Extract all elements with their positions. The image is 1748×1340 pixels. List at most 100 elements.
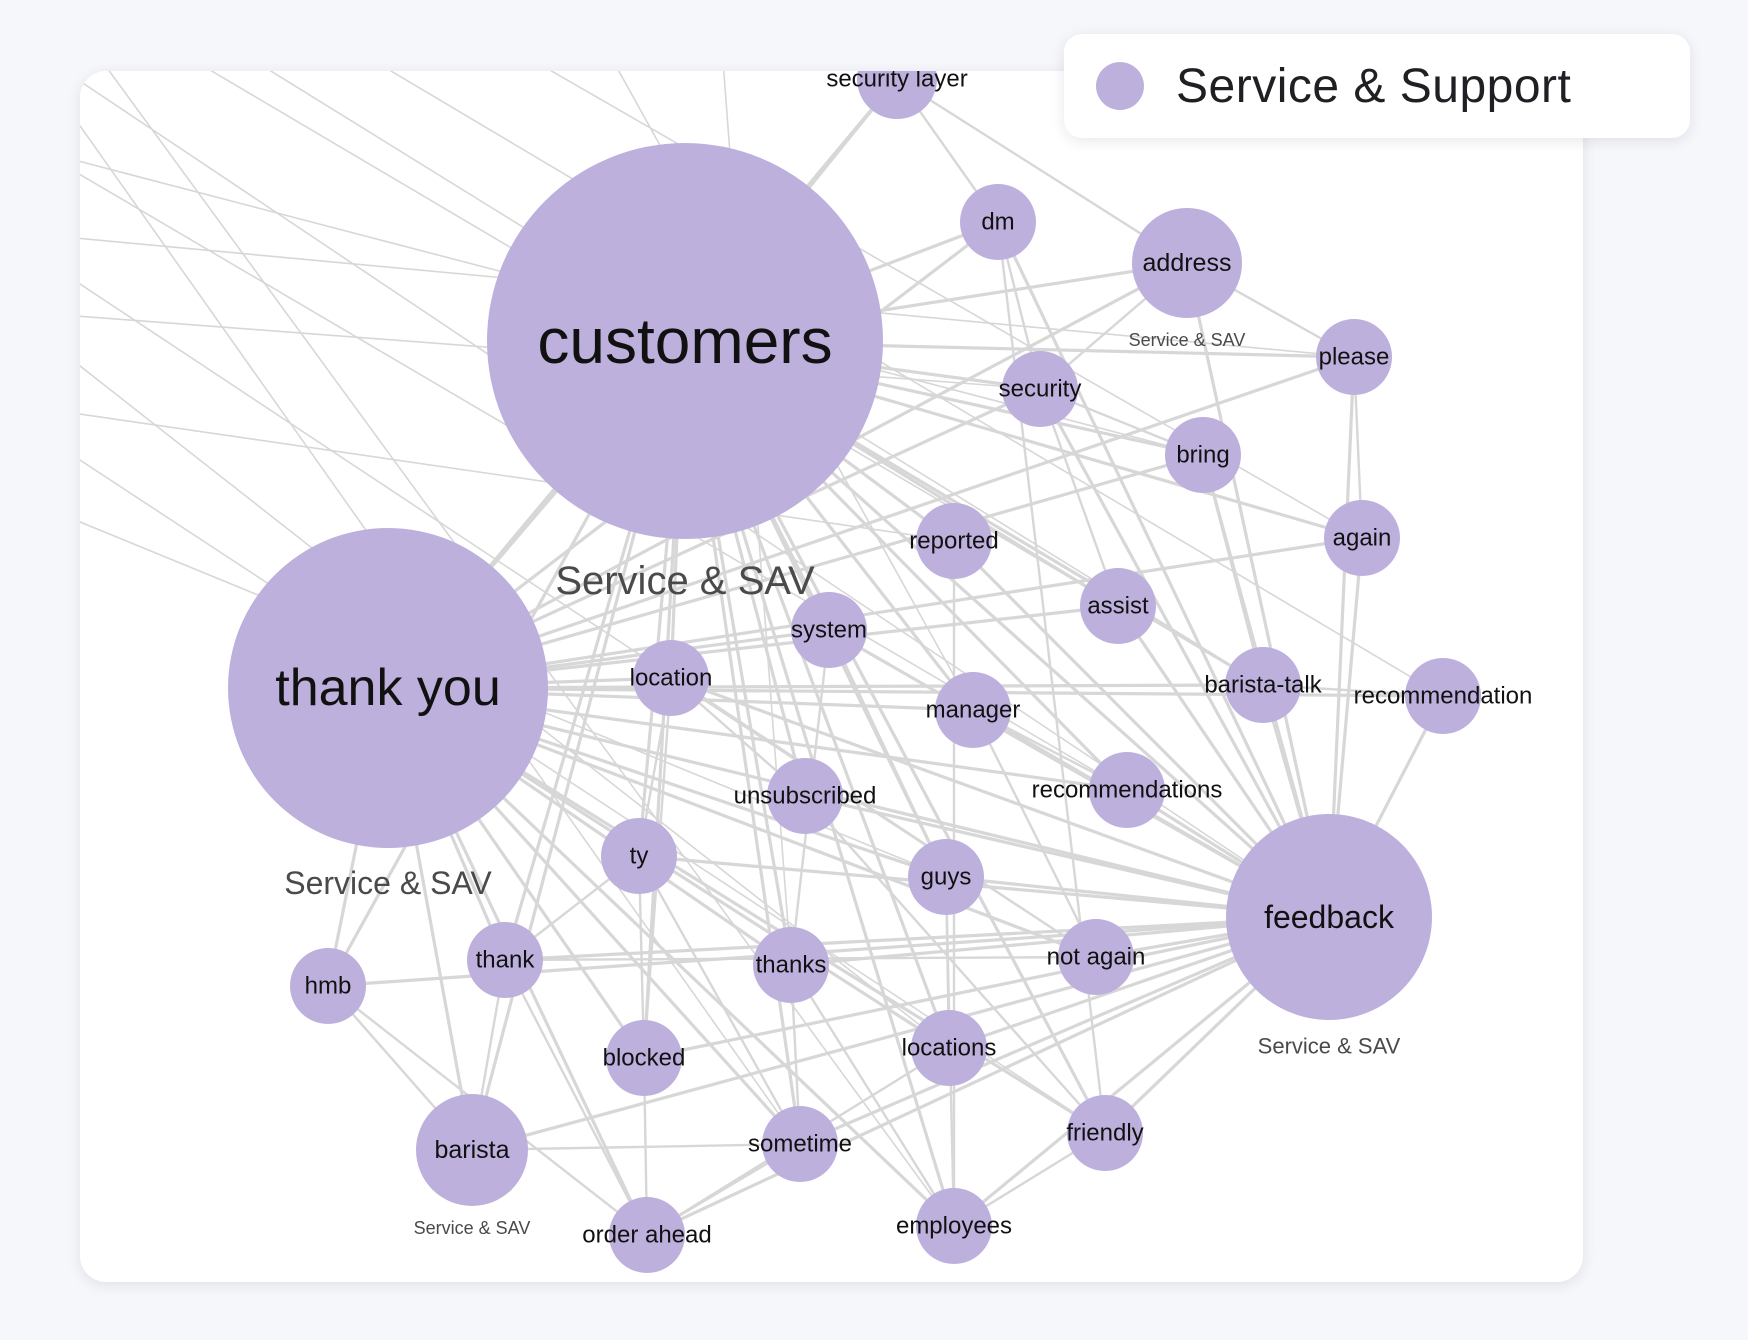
node-circle[interactable] [1132,208,1242,318]
node-circle[interactable] [1002,351,1078,427]
node-label: ty [630,843,649,870]
node-security[interactable]: security [999,351,1082,427]
node-location[interactable]: location [630,640,713,716]
node-circle[interactable] [1058,919,1134,995]
node-thanks[interactable]: thanks [753,927,829,1003]
node-blocked[interactable]: blocked [603,1020,686,1096]
node-circle[interactable] [935,672,1011,748]
node-category-label: Service & SAV [555,559,815,603]
node-label: employees [896,1213,1012,1240]
node-circle[interactable] [228,528,548,848]
node-thank[interactable]: thank [467,922,543,998]
node-category-label: Service & SAV [1129,330,1246,350]
node-circle[interactable] [1405,658,1481,734]
edge-ty-sometime [637,854,802,1146]
node-circle[interactable] [1067,1095,1143,1171]
node-label: recommendations [1032,777,1223,804]
node-again[interactable]: again [1324,500,1400,576]
edge-feedback-ty [637,854,1331,919]
edge-security-assist [1038,387,1120,608]
edge-bring-barista_talk [1201,453,1265,687]
edge-thank-order_ahead [503,958,649,1237]
node-circle[interactable] [416,1094,528,1206]
node-circle[interactable] [487,143,883,539]
node-order-ahead[interactable]: order ahead [582,1197,712,1273]
edge-thank_you-again [386,536,1364,690]
edge-thank_you-please [386,355,1356,690]
node-circle[interactable] [911,1010,987,1086]
node-circle[interactable] [1226,814,1432,1020]
node-manager[interactable]: manager [926,672,1021,748]
node-circle[interactable] [753,927,829,1003]
node-circle[interactable] [1324,500,1400,576]
edge-manager-not_again [971,708,1098,959]
node-dm[interactable]: dm [960,184,1036,260]
node-circle[interactable] [1089,752,1165,828]
node-circle[interactable] [857,71,937,119]
node-circle[interactable] [916,503,992,579]
edge-unsubscribed-friendly [803,794,1107,1135]
node-label: security [999,376,1082,403]
legend: Service & Support [1064,34,1690,138]
node-employees[interactable]: employees [896,1188,1012,1264]
node-ty[interactable]: ty [601,818,677,894]
node-circle[interactable] [960,184,1036,260]
node-circle[interactable] [916,1188,992,1264]
node-label: dm [981,209,1014,236]
node-category-label: Service & SAV [1258,1033,1401,1058]
node-circle[interactable] [290,948,366,1024]
node-sometime[interactable]: sometime [748,1106,852,1182]
node-reported[interactable]: reported [909,503,999,579]
node-unsubscribed[interactable]: unsubscribed [734,758,877,834]
node-locations[interactable]: locations [902,1010,997,1086]
node-label: again [1333,525,1392,552]
node-circle[interactable] [1165,417,1241,493]
edge-feedback-blocked [642,915,1331,1060]
node-barista-talk[interactable]: barista-talk [1204,647,1323,723]
node-assist[interactable]: assist [1080,568,1156,644]
node-label: guys [921,864,972,891]
legend-label: Service & Support [1176,59,1572,113]
node-circle[interactable] [633,640,709,716]
node-circle[interactable] [1225,647,1301,723]
node-security-layer[interactable]: security layer [826,71,968,119]
node-circle[interactable] [609,1197,685,1273]
node-label: feedback [1264,899,1395,935]
node-circle[interactable] [791,592,867,668]
node-circle[interactable] [762,1106,838,1182]
node-circle[interactable] [606,1020,682,1096]
node-circle[interactable] [1316,319,1392,395]
node-label: sometime [748,1131,852,1158]
node-label: recommendation [1354,683,1533,710]
edge-offscreen-friendly [80,459,1106,1134]
node-label: manager [926,697,1021,724]
node-circle[interactable] [1080,568,1156,644]
node-not-again[interactable]: not again [1047,919,1146,995]
node-recommendation[interactable]: recommendation [1354,658,1533,734]
node-recommendations[interactable]: recommendations [1032,752,1223,828]
edge-feedback-barista [470,915,1331,1152]
node-hmb[interactable]: hmb [290,948,366,1024]
node-label: assist [1087,593,1149,620]
node-circle[interactable] [908,839,984,915]
node-please[interactable]: please [1316,319,1392,395]
node-circle[interactable] [467,922,543,998]
node-guys[interactable]: guys [908,839,984,915]
node-circle[interactable] [601,818,677,894]
node-label: system [791,617,867,644]
node-circle[interactable] [767,758,843,834]
edge-offscreen-reported [80,413,955,542]
node-category-label: Service & SAV [414,1218,531,1238]
node-system[interactable]: system [791,592,867,668]
node-bring[interactable]: bring [1165,417,1241,493]
node-label: location [630,665,713,692]
node-friendly[interactable]: friendly [1066,1095,1144,1171]
